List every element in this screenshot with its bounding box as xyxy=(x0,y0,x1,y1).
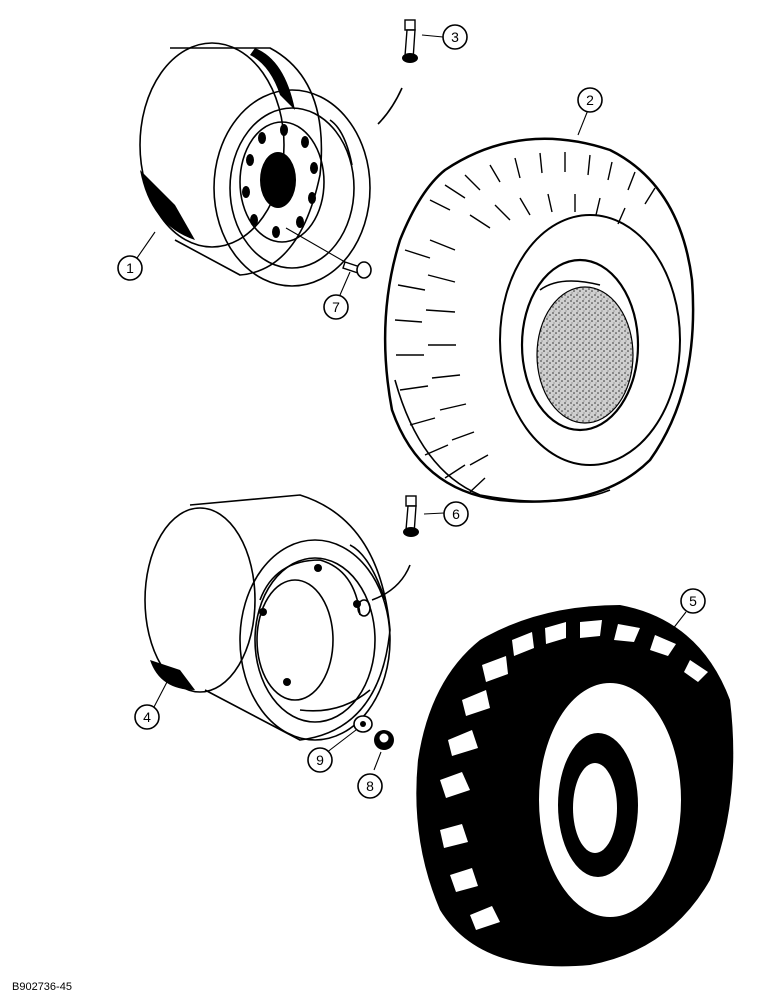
callout-4-label: 4 xyxy=(143,709,151,725)
callout-3-label: 3 xyxy=(451,29,459,45)
callout-6-label: 6 xyxy=(452,506,460,522)
leader-4 xyxy=(153,681,168,708)
callout-4: 4 xyxy=(134,704,160,730)
callout-5: 5 xyxy=(680,588,706,614)
leader-9 xyxy=(325,729,357,754)
leader-7 xyxy=(339,271,351,296)
callout-6: 6 xyxy=(443,501,469,527)
tire-lug-tread xyxy=(416,605,734,967)
leader-7b xyxy=(285,227,346,263)
callout-5-label: 5 xyxy=(689,593,697,609)
valve-stem-lower xyxy=(371,495,419,601)
valve-stem-upper xyxy=(377,19,418,125)
leader-lines xyxy=(136,34,687,771)
callout-9-label: 9 xyxy=(316,752,324,768)
callout-1: 1 xyxy=(117,255,143,281)
figure-id: B902736-45 xyxy=(12,981,72,993)
callout-8: 8 xyxy=(357,773,383,799)
rim-lower xyxy=(144,494,391,741)
callout-9: 9 xyxy=(307,747,333,773)
leader-1 xyxy=(136,231,156,259)
rim-upper xyxy=(139,42,371,287)
leader-6 xyxy=(423,512,445,515)
callout-8-label: 8 xyxy=(366,778,374,794)
leader-8 xyxy=(373,751,382,771)
leader-5 xyxy=(671,611,687,631)
wheel-bolt xyxy=(342,261,372,279)
leader-3 xyxy=(421,34,444,38)
leader-2 xyxy=(577,109,589,136)
callout-3: 3 xyxy=(442,24,468,50)
tire-turf-tread xyxy=(383,137,695,503)
wheel-nut xyxy=(374,730,394,750)
washer xyxy=(353,715,373,733)
callout-2: 2 xyxy=(577,87,603,113)
callout-7-label: 7 xyxy=(332,299,340,315)
callout-2-label: 2 xyxy=(586,92,594,108)
callout-7: 7 xyxy=(323,294,349,320)
callout-1-label: 1 xyxy=(126,260,134,276)
